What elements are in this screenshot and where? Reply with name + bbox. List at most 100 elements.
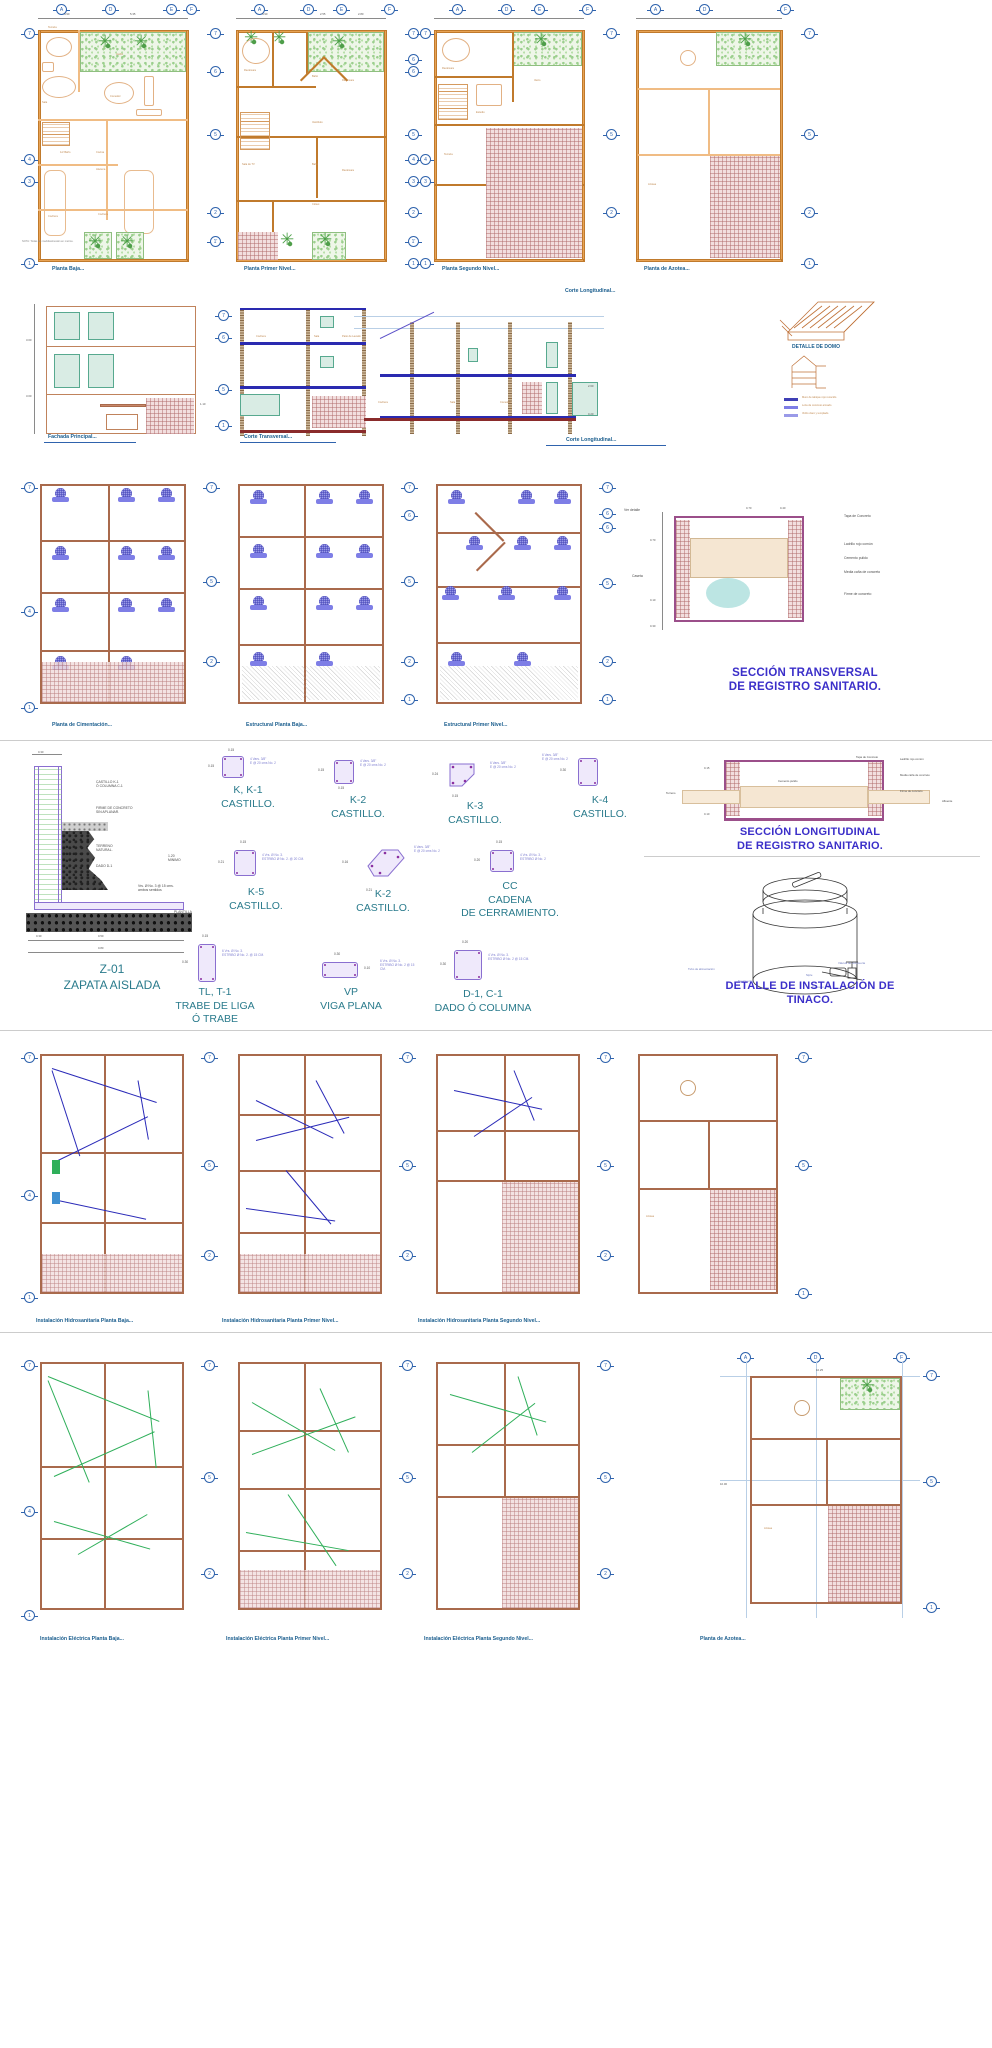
detail-k2-bottom[interactable]: 0.21 0.16 6 Vars. 3/8" E @ 20 cms No. 2 … <box>318 836 448 916</box>
detail-k2-top[interactable]: 0.15 0.15 4 Vars. 3/8" E @ 20 cms No. 2 … <box>298 754 418 830</box>
plan-hidro-primer[interactable]: 7 5 2 <box>216 1040 416 1312</box>
rebar-spec: 4 Vrs. Ø No. 3. ESTRIBO Ø No. 2. @ 20 CM… <box>262 853 305 861</box>
row1-floor-plans: A D E F 7 4 3 1 7 6 5 2 1' <box>0 0 992 270</box>
rebar-bar <box>252 872 254 874</box>
plan-elec-segundo[interactable]: 7 5 2 <box>414 1346 614 1632</box>
rebar-spec: 4 Vrs. Ø No. 3. ESTRIBO Ø No. 2 <box>520 853 546 861</box>
room-label: Azotea <box>764 1527 773 1530</box>
room-label: 1/2 Baño <box>60 151 71 154</box>
detail-k3[interactable]: 0.15 0.24 6 Vars. 3/8" E @ 20 cms No. 2 … <box>410 758 540 834</box>
axis-bubble-3: 3 <box>417 176 434 187</box>
plan-estructural-baja[interactable]: 7 6 5 2 1 <box>216 466 418 714</box>
exterior-wall <box>780 30 783 262</box>
row2-elevations-sections: 3.00 3.00 1.10 Fachada Principal... 7 6 … <box>0 288 992 448</box>
interior-wall <box>504 1054 506 1184</box>
rebar-bar <box>456 952 458 954</box>
exterior-wall <box>776 1054 778 1294</box>
caption-corte-transversal: Corte Transversal... <box>244 434 293 440</box>
plan-hidro-azotea[interactable]: 7 5 1 Azotea <box>612 1040 812 1312</box>
label-name: TRABE DE LIGA Ó TRABE <box>175 1000 255 1025</box>
detail-vp-viga-plana[interactable]: 0.30 0.10 6 Vrs. Ø No. 3. ESTRIBO Ø No. … <box>286 940 416 1020</box>
hydraulic-line <box>51 1070 81 1157</box>
row-divider <box>0 1030 992 1031</box>
detail-zapata-aislada[interactable]: 0.30 CASTILLO K-1 Ó COLUMNA C-1 FIRME DE… <box>10 750 220 1020</box>
dimension-line <box>28 940 184 941</box>
detail-tinaco[interactable]: Tubo de alimentación Válvula de compuert… <box>680 866 980 1016</box>
zapata-symbol <box>52 488 69 503</box>
interior-wall <box>504 1362 506 1496</box>
zapata-symbol <box>158 488 175 503</box>
structural-wall <box>238 536 384 538</box>
dimension-height: 0.16 <box>342 860 349 864</box>
plan-elec-baja[interactable]: 7 4 1 7 5 2 <box>18 1346 218 1632</box>
exterior-wall <box>436 1054 438 1294</box>
zapata-callout: CASTILLO K-1 Ó COLUMNA C-1 <box>96 780 123 789</box>
dimension-height: 0.30 <box>182 960 189 964</box>
caption-cimentacion: Planta de Cimentación... <box>52 722 112 728</box>
elevation-fachada-principal[interactable]: 3.00 3.00 1.10 <box>18 298 208 438</box>
detail-k5[interactable]: 0.15 0.21 4 Vrs. Ø No. 3. ESTRIBO Ø No. … <box>196 836 316 916</box>
detail-d1-c1[interactable]: 0.20 0.30 4 Vrs. Ø No. 3. ESTRIBO Ø No. … <box>408 936 558 1022</box>
tinaco-callout: Niple <box>806 973 813 977</box>
detail-registro-transversal[interactable]: 0.70 0.10 0.70 0.40 Ver detalle Tapa de … <box>620 498 980 678</box>
dimension-height: 0.30 <box>560 768 567 772</box>
exterior-wall <box>578 1362 580 1610</box>
plan-elec-primer[interactable]: 7 5 2 <box>216 1346 416 1632</box>
dimension-text: 0.30 <box>36 934 42 938</box>
detail-divider <box>644 856 980 857</box>
rebar-bar <box>240 774 242 776</box>
dimension-text: 0.20 <box>588 412 594 416</box>
dimension-height: 0.15 <box>318 768 325 772</box>
exterior-wall <box>40 1292 184 1294</box>
interior-wall <box>238 1170 382 1172</box>
plan-hidro-segundo[interactable]: 7 5 2 <box>414 1040 614 1312</box>
plan-planta-baja[interactable]: A D E F 7 4 3 1 7 6 5 2 1' <box>18 4 224 269</box>
zapata-callout: Vrs. Ø No. 3 @ 15 cms. ambos sentidos <box>138 884 174 893</box>
plan-elec-azotea[interactable]: A D F 7 5 1 Azotea 10.00 10.25 <box>660 1346 980 1632</box>
detail-k4[interactable]: 0.30 6 Vars. 3/8" E @ 20 cms No. 2 K-4 C… <box>540 753 660 830</box>
exterior-wall <box>384 30 387 262</box>
column-symbol <box>356 544 373 559</box>
caption-estructural-baja: Estructural Planta Baja... <box>246 722 308 728</box>
roof-parapet <box>752 1504 900 1506</box>
detail-registro-longitudinal[interactable]: 0.15 0.10 Tapa de Concreto Ladrillo rojo… <box>660 750 980 840</box>
electrical-circuit <box>77 1514 148 1555</box>
electrical-circuit <box>287 1494 337 1567</box>
plan-segundo-nivel[interactable]: A D E F 7 4 3 1 7 5 2 Recámara Estudio <box>414 4 620 269</box>
plan-primer-nivel[interactable]: A D E F 7 6 6 5 4 3 2 1' 1 <box>216 4 422 269</box>
roof-parapet <box>640 1188 776 1190</box>
axis-bubble-4: 4 <box>21 606 38 617</box>
detail-cc-cadena[interactable]: 0.15 0.20 4 Vrs. Ø No. 3. ESTRIBO Ø No. … <box>440 836 580 922</box>
detail-tl-t1[interactable]: 0.15 0.30 6 Vrs. Ø No. 3. ESTRIBO Ø No. … <box>150 932 280 1025</box>
plan-cimentacion[interactable]: 7 4 1 7 5 2 <box>18 466 220 714</box>
section-corte-longitudinal[interactable]: Cochera Sala Comedor 2.60 0.20 <box>350 298 610 438</box>
tinaco-callout: Válvula de compuerta <box>838 961 866 965</box>
rebar-bar <box>224 774 226 776</box>
detail-domo[interactable]: DETALLE DE DOMO Muro de tabique rojo rec… <box>750 292 980 432</box>
detail-k-k1[interactable]: 0.15 0.15 4 Vars. 3/8" E @ 20 cms No. 2 … <box>188 748 308 824</box>
axis-bubble-left: 6 <box>215 332 232 343</box>
title-seccion-transversal-registro: SECCIÓN TRANSVERSAL DE REGISTRO SANITARI… <box>728 667 882 694</box>
parapet-band <box>100 404 146 407</box>
section-label: Sala <box>450 401 456 404</box>
axis-bubble-2r: 2 <box>597 1250 614 1261</box>
detail-callout: Caseta <box>632 574 643 578</box>
car-symbol <box>44 170 66 236</box>
dimension-text: 3.00 <box>26 338 32 342</box>
dimension-text: 4.90 <box>262 12 268 16</box>
plan-azotea[interactable]: A D F 7 5 2 1 Azotea <box>612 4 818 269</box>
column-symbol <box>448 490 465 505</box>
interior-wall <box>40 1222 184 1224</box>
caption-corte-long: Corte Longitudinal... <box>566 437 617 443</box>
axis-bubble-1: 1 <box>21 702 38 713</box>
axis-bubble-5r: 5 <box>399 1472 416 1483</box>
axis-bubble-D: D <box>807 1352 824 1363</box>
structural-wall <box>436 702 582 704</box>
plan-estructural-primer[interactable]: 7 6 6 5 2 1 <box>414 466 616 714</box>
axis-bubble-5r: 5 <box>203 576 220 587</box>
plan-hidro-baja[interactable]: 7 4 1 7 5 2 <box>18 1040 218 1312</box>
rebar-bar <box>478 952 480 954</box>
section-corte-transversal[interactable]: 7 6 5 1 Cochera Sala Patio de Lavado <box>215 298 406 438</box>
caption-elec-primer: Instalación Eléctrica Planta Primer Nive… <box>226 1636 330 1642</box>
domo-legend-item: Loza de concreto armado <box>802 404 832 407</box>
